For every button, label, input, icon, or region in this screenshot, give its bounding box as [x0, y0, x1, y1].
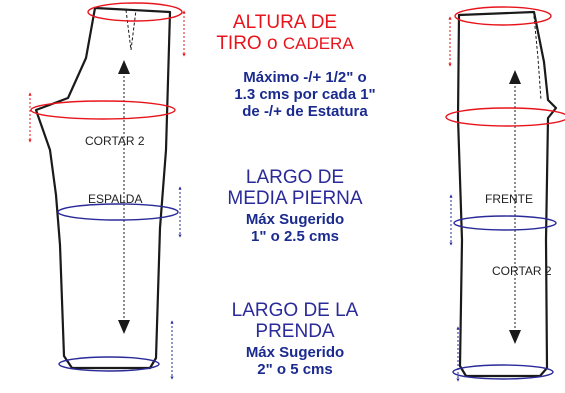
midleg-title-line1: LARGO DE [245, 167, 345, 188]
back-cut-label: CORTAR 2 [85, 134, 145, 148]
back-midleg-ellipse [57, 203, 179, 221]
rise-title-main: TIRO o [216, 33, 283, 55]
front-waist-ellipse [454, 6, 552, 26]
front-hip-ellipse [445, 107, 565, 127]
back-hem-ellipse [58, 356, 160, 372]
garment-section: LARGO DE LA PRENDA [215, 300, 375, 343]
front-midleg-ellipse [453, 215, 557, 231]
front-pocket-line [533, 15, 542, 101]
front-grainline-arrow-top [509, 70, 521, 84]
midleg-title-line2: MEDIA PIERNA [227, 188, 363, 210]
back-hip-ellipse [30, 100, 176, 120]
front-hem-ellipse [452, 364, 554, 380]
back-piece-outline [34, 6, 172, 370]
back-dart [125, 9, 137, 51]
midleg-detail-line2: 1" o 2.5 cms [251, 227, 339, 245]
front-cut-label: CORTAR 2 [492, 264, 552, 278]
garment-detail-line1: Máx Sugerido [245, 344, 345, 361]
front-piece-label: FRENTE [485, 192, 533, 206]
rise-title-line2: TIRO o CADERA [205, 33, 365, 54]
midleg-section: LARGO DE MEDIA PIERNA [215, 167, 375, 210]
rise-detail-line1: Máximo -/+ 1/2" o [243, 69, 367, 86]
midleg-detail-line1: Máx Sugerido [245, 211, 345, 228]
garment-detail-line2: 2" o 5 cms [257, 360, 333, 378]
garment-details: Máx Sugerido 2" o 5 cms [215, 344, 375, 379]
garment-title-line2: PRENDA [255, 321, 335, 343]
rise-title-small: CADERA [282, 34, 354, 54]
front-piece-outline [456, 10, 558, 378]
back-piece-label: ESPALDA [88, 192, 143, 206]
back-grainline-arrow-top [118, 60, 130, 74]
front-grainline-arrow-bottom [509, 330, 521, 344]
back-grainline-arrow-bottom [118, 320, 130, 334]
rise-section: ALTURA DE TIRO o CADERA [205, 12, 365, 55]
back-waist-ellipse [87, 2, 183, 22]
garment-title-line1: LARGO DE LA [231, 300, 359, 321]
rise-detail-line3: de -/+ de Estatura [242, 102, 368, 120]
midleg-details: Máx Sugerido 1" o 2.5 cms [215, 211, 375, 246]
rise-details: Máximo -/+ 1/2" o 1.3 cms por cada 1" de… [205, 69, 405, 120]
rise-title-line1: ALTURA DE [232, 12, 338, 33]
rise-detail-line2: 1.3 cms por cada 1" [234, 85, 376, 103]
